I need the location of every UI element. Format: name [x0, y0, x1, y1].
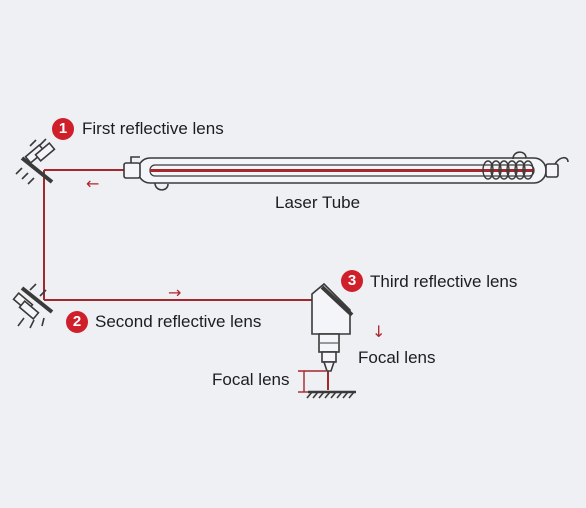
tube-coil-icon [482, 160, 534, 180]
beam-direction-right-arrow: → [168, 283, 182, 302]
second-mirror-mount-icon [12, 283, 54, 329]
first-lens-label: First reflective lens [82, 119, 224, 138]
beam-direction-down-arrow: ↓ [372, 322, 386, 341]
focal-distance-marker [298, 370, 329, 393]
laser-head-icon [311, 282, 354, 372]
laser-tube-icon [123, 151, 569, 191]
work-surface-icon [306, 390, 356, 399]
third-lens-label: Third reflective lens [370, 272, 518, 291]
first-lens-badge: 1 [52, 118, 74, 140]
focal-lens-label-left: Focal lens [212, 370, 290, 389]
third-lens-badge: 3 [341, 270, 363, 292]
first-mirror-mount-icon [15, 138, 56, 185]
beam-direction-left-arrow: ← [86, 174, 100, 193]
focal-lens-label-right: Focal lens [358, 348, 436, 367]
second-lens-badge: 2 [66, 311, 88, 333]
second-lens-label: Second reflective lens [95, 312, 262, 331]
laser-tube-label: Laser Tube [275, 193, 361, 212]
